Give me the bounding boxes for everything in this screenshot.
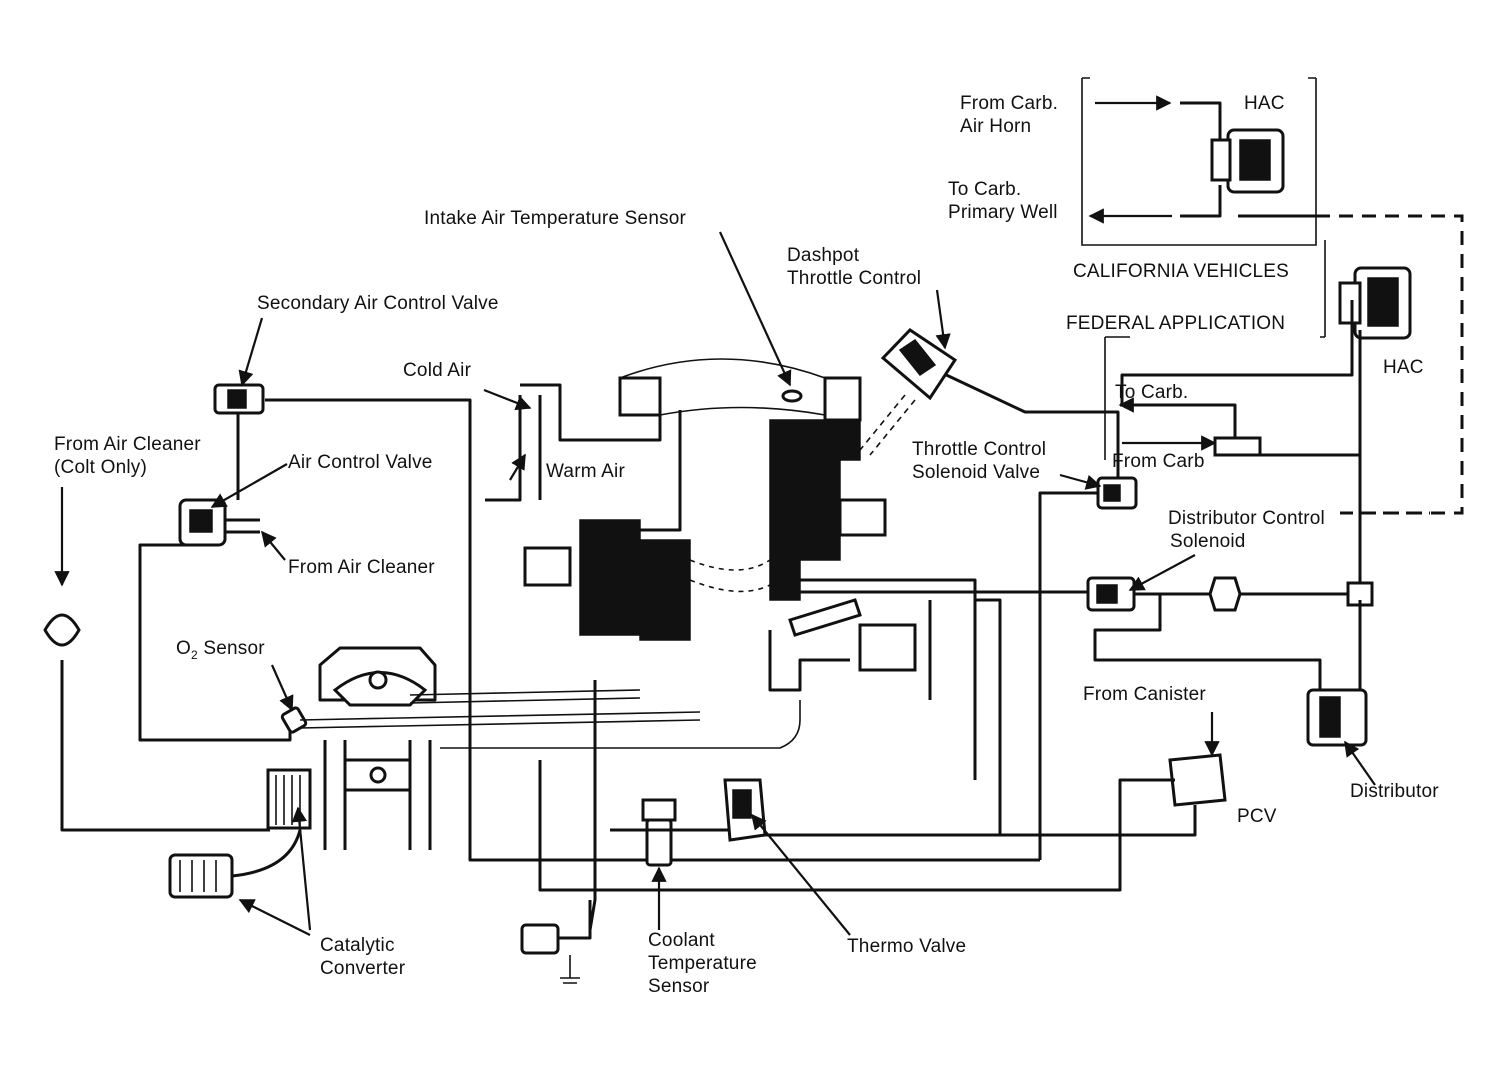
intake-air-temperature-sensor [781,389,803,403]
label-thermo-valve: Thermo Valve [847,936,967,957]
hac-valve-federal [1120,266,1412,600]
label-line: From Air Cleaner [54,434,201,455]
label-line: From Carb. [960,93,1059,114]
label-coolant-temperature-sensor: Coolant Temperature Sensor [648,929,757,998]
coolant-temperature-sensor [610,798,760,867]
label-california-vehicles: CALIFORNIA VEHICLES [1073,261,1290,282]
label-from-carb-air-horn: From Carb. Air Horn [960,92,1058,138]
label-from-carb: From Carb [1112,451,1205,472]
label-pcv: PCV [1237,806,1277,827]
label-secondary-air-control-valve: Secondary Air Control Valve [257,293,499,314]
label-part: O [176,638,191,659]
pcv-valve [538,598,1227,892]
label-subscript: 2 [190,647,198,662]
label-line: Throttle Control [912,439,1047,460]
distributor-control-solenoid [1086,576,1374,690]
throttle-control-solenoid-valve [939,370,1138,860]
label-line: To Carb. [948,179,1022,200]
label-warm-air: Warm Air [546,461,626,482]
colt-air-filter-element [43,613,270,832]
label-line: Sensor [648,976,710,997]
label-line: Temperature [648,953,757,974]
label-line: Solenoid Valve [912,462,1041,483]
label-intake-air-temperature-sensor: Intake Air Temperature Sensor [424,208,687,229]
label-line: Air Horn [960,116,1032,137]
label-line: (Colt Only) [54,457,147,478]
label-distributor-control-solenoid: Distributor Control Solenoid [1168,507,1325,553]
label-to-carb-primary-well: To Carb. Primary Well [948,178,1058,224]
label-from-canister: From Canister [1083,684,1206,705]
label-line: Catalytic [320,935,395,956]
label-air-control-valve: Air Control Valve [288,452,433,473]
air-control-valve [138,498,292,742]
label-line: Throttle Control [787,268,922,289]
label-cold-air: Cold Air [403,360,472,381]
label-line: Coolant [648,930,715,951]
label-line: Converter [320,958,406,979]
hac-valve-california [1210,128,1285,194]
label-federal-application: FEDERAL APPLICATION [1066,313,1286,334]
label-line: Solenoid [1170,531,1246,552]
secondary-air-control-valve [213,383,265,500]
distributor [1306,600,1368,747]
label-dashpot-throttle-control: Dashpot Throttle Control [787,244,921,290]
dashpot-throttle-control [859,328,958,456]
ground-switch [520,900,592,984]
label-part: Sensor [197,638,265,659]
federal-tee-fitting [1213,436,1360,457]
label-catalytic-converter: Catalytic Converter [320,934,405,980]
label-line: Primary Well [948,202,1058,223]
label-from-air-cleaner: From Air Cleaner [288,557,435,578]
engine-cylinder [318,646,437,850]
label-from-air-cleaner-colt-only: From Air Cleaner (Colt Only) [54,433,201,479]
catalytic-converter [168,768,312,899]
california-hac-box [1081,77,1318,246]
thermo-valve [723,778,767,842]
label-distributor: Distributor [1350,781,1439,802]
label-line: Dashpot [787,245,860,266]
carburetor [523,419,917,931]
label-hac-california: HAC [1244,93,1285,114]
federal-box [1104,214,1464,515]
label-line: Distributor Control [1168,508,1325,529]
label-hac-federal: HAC [1383,357,1424,378]
label-o2-sensor: O2 Sensor [176,637,265,667]
label-throttle-control-solenoid-valve: Throttle Control Solenoid Valve [912,438,1046,484]
air-cleaner-snorkel [485,358,862,532]
label-to-carb: To Carb. [1115,382,1189,403]
